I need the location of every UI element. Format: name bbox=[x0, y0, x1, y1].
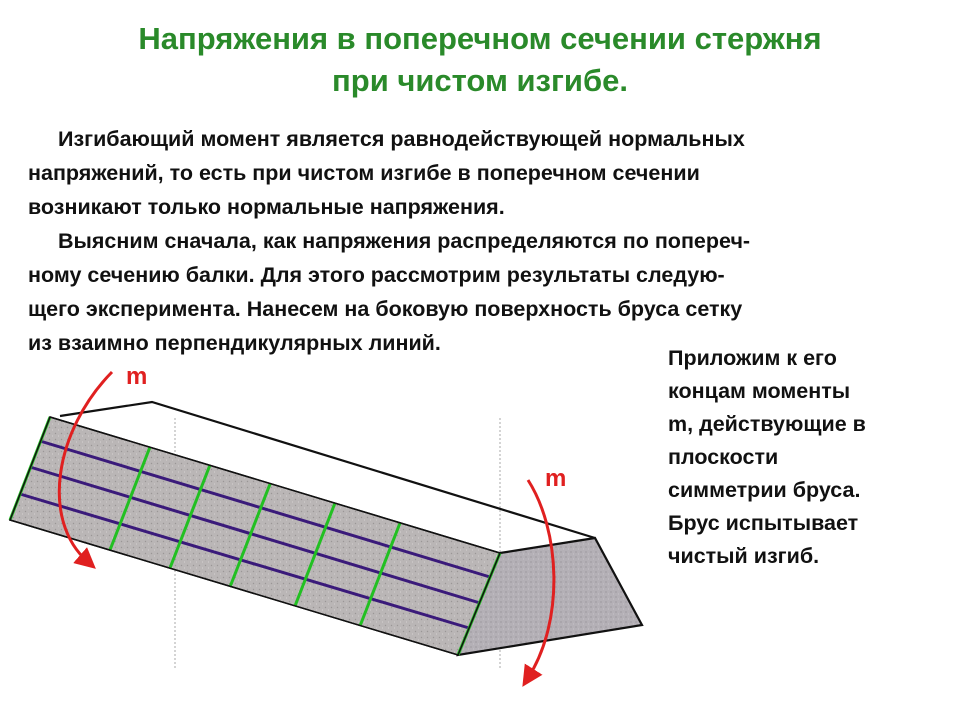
side-note-line: Брус испытывает bbox=[668, 511, 859, 535]
side-note-line: Приложим к его bbox=[668, 346, 837, 370]
side-note-line: концам моменты bbox=[668, 379, 851, 403]
intro-paragraph: Изгибающий момент является равнодействую… bbox=[28, 122, 928, 360]
moment-label-right: m bbox=[545, 465, 566, 492]
grid-line-horizontal bbox=[39, 439, 491, 579]
longitudinal-grid-lines bbox=[19, 439, 491, 630]
paragraph-line: из взаимно перпендикулярных линий. bbox=[28, 331, 441, 355]
title-line-2: при чистом изгибе. bbox=[332, 63, 628, 98]
beam-side-outline bbox=[9, 416, 502, 656]
grid-line-horizontal bbox=[19, 492, 470, 630]
paragraph-line: напряжений, то есть при чистом изгибе в … bbox=[28, 161, 700, 185]
title-line-1: Напряжения в поперечном сечении стержня bbox=[138, 21, 822, 56]
grid-line-horizontal bbox=[29, 465, 481, 605]
slide-title: Напряжения в поперечном сечении стержня … bbox=[40, 18, 920, 102]
paragraph-line: Изгибающий момент является равнодействую… bbox=[58, 127, 745, 151]
paragraph-line: щего эксперимента. Нанесем на боковую по… bbox=[28, 297, 743, 321]
moment-arrow-right bbox=[522, 479, 556, 687]
moment-label-left: m bbox=[126, 363, 147, 390]
paragraph-line: возникают только нормальные напряжения. bbox=[28, 195, 505, 219]
grid-line-vertical bbox=[358, 522, 402, 627]
grid-line-vertical bbox=[228, 483, 272, 588]
grid-line-vertical bbox=[168, 464, 212, 569]
side-note-line: плоскости bbox=[668, 445, 779, 469]
paragraph-line: ному сечению балки. Для этого рассмотрим… bbox=[28, 263, 725, 287]
side-note: Приложим к его концам моменты m, действу… bbox=[668, 342, 938, 573]
side-note-line: симметрии бруса. bbox=[668, 478, 861, 502]
side-note-line: m, действующие в bbox=[668, 412, 866, 436]
grid-line-vertical bbox=[293, 502, 337, 607]
grid-line-vertical bbox=[108, 446, 152, 551]
side-note-line: чистый изгиб. bbox=[668, 544, 820, 568]
moment-arrow-left bbox=[57, 370, 114, 569]
paragraph-line: Выясним сначала, как напряжения распреде… bbox=[58, 229, 751, 253]
beam-top-edge bbox=[59, 400, 596, 540]
